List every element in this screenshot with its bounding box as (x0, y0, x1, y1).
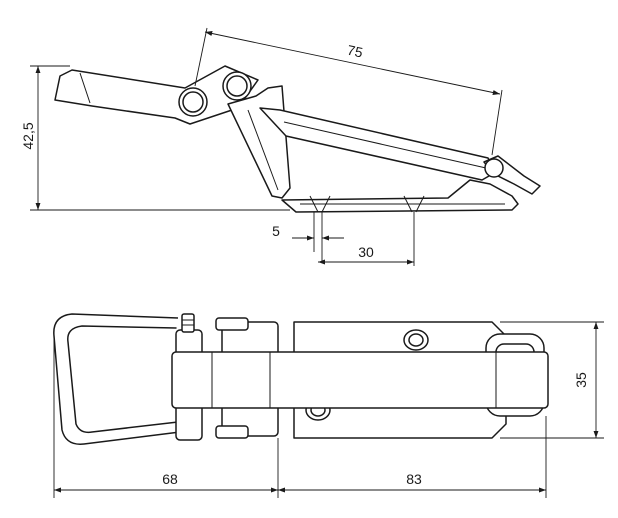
dim-spacing-label: 30 (358, 244, 374, 260)
lever-tip-line (79, 72, 91, 104)
pivot-pin-2-inner (226, 75, 248, 97)
mount-hole-1-inner (408, 333, 424, 347)
top-dimensions: 35 68 83 (53, 321, 604, 498)
hole-line-2 (321, 195, 331, 213)
strike-ring (484, 158, 504, 178)
dim-ext-lever-right (491, 89, 503, 156)
top-lever-bar (171, 351, 549, 409)
hook-bail-inner (283, 121, 487, 169)
pivot-pin-1-inner (182, 91, 204, 113)
dim-hole-offset-label: 5 (272, 223, 280, 239)
dim-height-label: 42,5 (20, 122, 36, 149)
top-view (53, 313, 549, 445)
side-view (54, 65, 541, 213)
hook-bail (259, 107, 497, 181)
base-plate (281, 179, 519, 213)
dim-line-lever (204, 31, 501, 95)
hole-line-4 (415, 195, 425, 213)
dim-handle-label: 68 (162, 471, 178, 487)
bail-outer (53, 313, 181, 445)
hole-line-1 (309, 195, 319, 213)
hinge-cap-bottom (215, 425, 249, 439)
dim-lever-label: 75 (346, 42, 365, 61)
dim-width-label: 35 (573, 372, 589, 388)
hole-line-3 (403, 195, 413, 213)
dim-base-label: 83 (406, 471, 422, 487)
hinge-cap (215, 317, 249, 331)
body-line (247, 109, 279, 191)
side-dimensions: 42,5 75 5 30 (20, 27, 503, 266)
screw-body (181, 313, 195, 333)
bail-inner (67, 325, 179, 434)
latch-body (227, 85, 291, 199)
